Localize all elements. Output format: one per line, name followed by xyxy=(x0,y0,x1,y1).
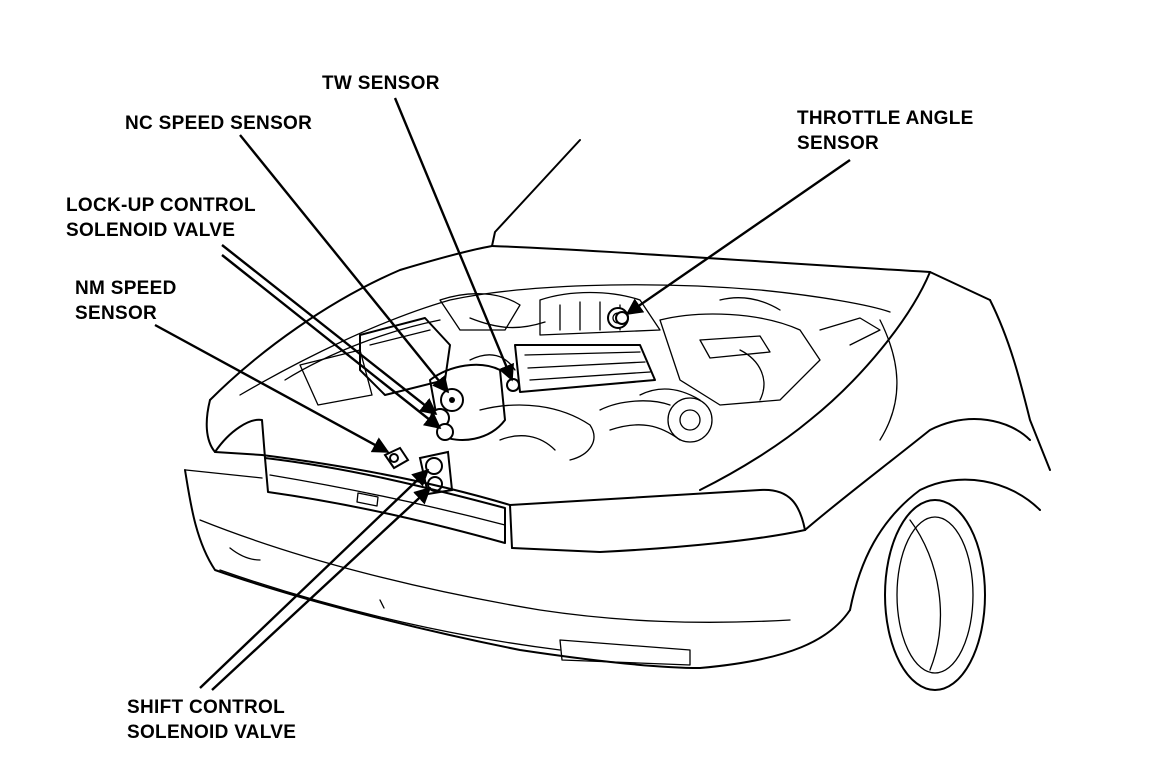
lockup-leader-1 xyxy=(221,244,438,416)
throttle-angle-line-2: SENSOR xyxy=(797,133,880,154)
nm-speed-leader xyxy=(154,323,390,454)
engine-bay-outline xyxy=(209,245,931,491)
shift-leader-2 xyxy=(211,486,432,691)
nm-speed-line-2: SENSOR xyxy=(75,303,158,324)
tw-sensor-leader xyxy=(393,97,514,382)
shift-control-line-1: SHIFT CONTROL xyxy=(127,697,285,718)
shift-leader-1 xyxy=(199,468,430,689)
shift-control-line-2: SOLENOID VALVE xyxy=(127,722,297,743)
nc-speed-sensor-label: NC SPEED SENSOR xyxy=(125,113,313,134)
lockup-line-1: LOCK-UP CONTROL xyxy=(66,195,256,216)
throttle-angle-line-1: THROTTLE ANGLE xyxy=(797,108,974,129)
nm-speed-line-1: NM SPEED xyxy=(75,278,177,299)
fender-wheel xyxy=(804,299,1051,691)
tw-sensor-label: TW SENSOR xyxy=(322,73,440,94)
nc-speed-leader xyxy=(239,134,450,394)
throttle-leader xyxy=(625,159,851,315)
lockup-leader-2 xyxy=(221,254,442,430)
hood xyxy=(491,139,991,301)
front-end xyxy=(184,399,851,669)
lockup-line-2: SOLENOID VALVE xyxy=(66,220,236,241)
leader-lines xyxy=(154,97,851,691)
